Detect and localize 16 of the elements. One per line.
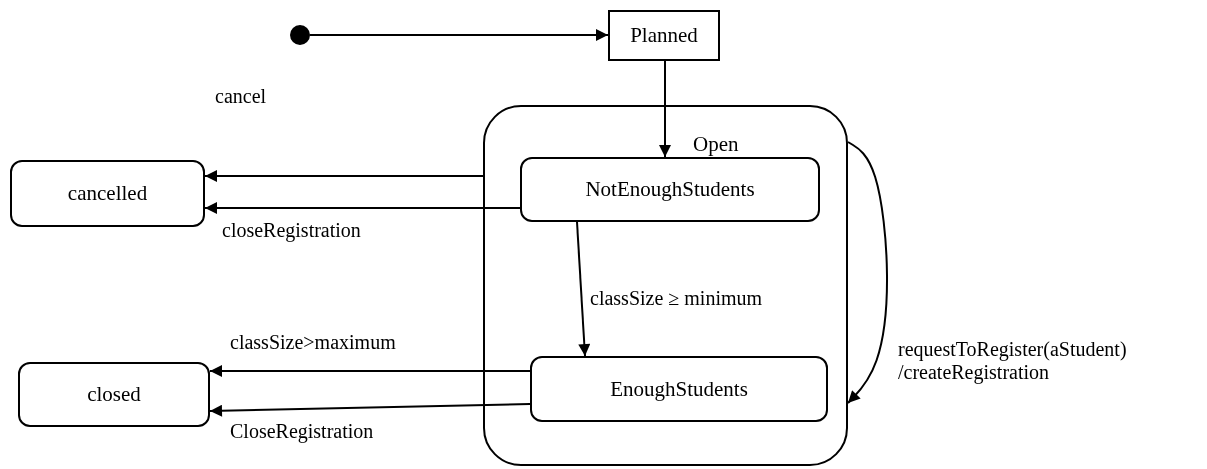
- transition-arrow: [847, 141, 888, 404]
- transition-arrow: [204, 202, 521, 214]
- state-name: Open: [693, 132, 739, 157]
- initial-state-dot: [290, 25, 310, 45]
- state-box: closed: [18, 362, 210, 427]
- state-box: cancelled: [10, 160, 205, 227]
- state-box: NotEnoughStudents: [520, 157, 820, 222]
- composite-state: [483, 105, 848, 466]
- transition-arrow: [209, 365, 531, 377]
- state-box: EnoughStudents: [530, 356, 828, 422]
- transition-arrow: [659, 60, 671, 158]
- transition-arrow: [309, 29, 609, 41]
- transition-arrow: [204, 170, 484, 182]
- state-rectangle: Planned: [608, 10, 720, 61]
- transition-arrow: [576, 221, 591, 357]
- transition-arrow: [209, 403, 531, 417]
